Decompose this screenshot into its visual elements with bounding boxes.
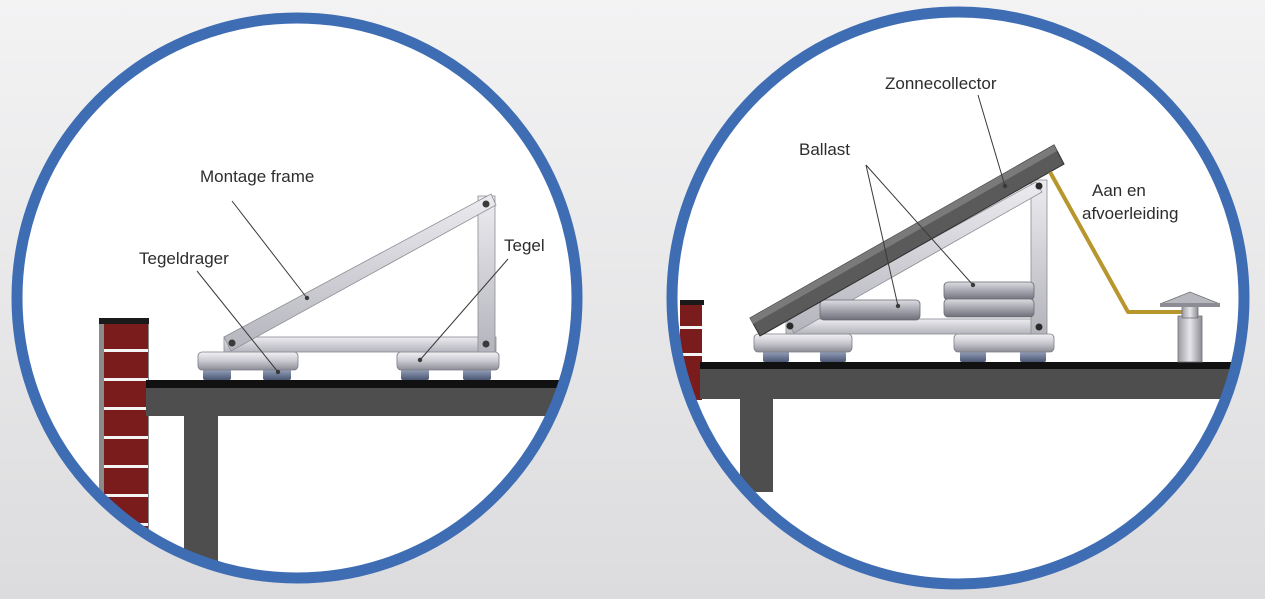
right-tiles [753, 333, 1055, 353]
left-circle-ring [11, 12, 583, 584]
label-afvoerleiding: afvoerleiding [1082, 204, 1178, 223]
label-aan-en: Aan en [1092, 181, 1146, 200]
right-leader-lines [865, 94, 1008, 309]
right-panel: Zonnecollector Ballast Aan en afvoerleid… [666, 6, 1250, 590]
label-ballast: Ballast [799, 140, 850, 159]
left-roof [146, 380, 577, 578]
left-leader-lines [196, 200, 509, 375]
label-tegeldrager: Tegeldrager [139, 249, 229, 268]
right-circle-ring [666, 6, 1250, 590]
right-solar-collector [749, 144, 1065, 337]
left-brick-wall [99, 318, 149, 578]
right-vent [1159, 291, 1221, 363]
right-ballast [819, 281, 1035, 321]
left-panel: Montage frame Tegeldrager Tegel [11, 12, 583, 584]
left-tile-carriers [203, 369, 491, 380]
label-zonnecollector: Zonnecollector [885, 74, 997, 93]
right-tile-carriers [763, 351, 1046, 362]
left-mounting-frame [223, 193, 497, 353]
right-roof [700, 362, 1240, 492]
right-pipe [1048, 171, 1184, 314]
label-montage-frame: Montage frame [200, 167, 314, 186]
label-tegel: Tegel [504, 236, 545, 255]
right-mounting-frame [785, 179, 1048, 335]
